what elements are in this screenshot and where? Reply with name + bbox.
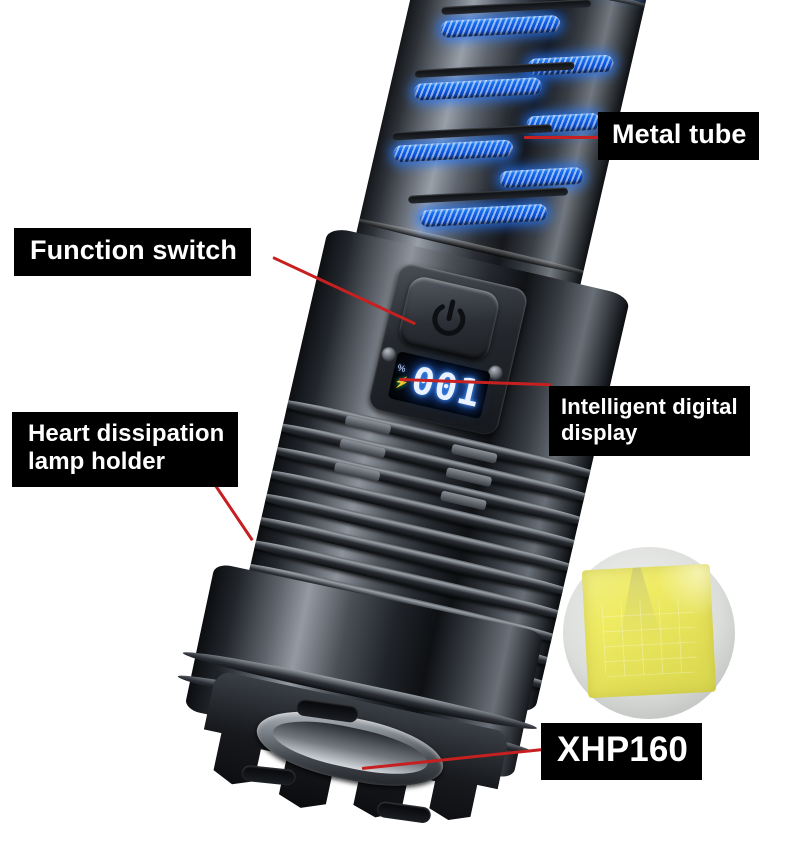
flashlight-barrel: % ⚡ 001 <box>231 226 631 715</box>
tube-vent-slot <box>392 139 514 163</box>
tube-groove <box>414 61 575 78</box>
tube-groove <box>408 187 569 204</box>
callout-label-digital-display: Intelligent digital display <box>549 386 750 456</box>
tube-vent-slot <box>413 77 543 101</box>
tube-vent-slot <box>499 166 584 189</box>
callout-label-function-switch: Function switch <box>14 228 251 276</box>
power-icon <box>432 299 466 336</box>
switch-panel: % ⚡ 001 <box>366 261 530 438</box>
callout-label-led-model: XHP160 <box>541 723 702 781</box>
led-phosphor-square <box>581 563 717 699</box>
callout-label-metal-tube: Metal tube <box>598 112 759 160</box>
leader-line-metal-tube <box>524 136 602 139</box>
power-button[interactable] <box>396 274 502 364</box>
percent-symbol: % <box>396 362 407 374</box>
callout-label-heat-sink: Heart dissipation lamp holder <box>12 412 239 487</box>
tube-groove <box>441 0 592 15</box>
tube-vent-slot <box>440 14 561 39</box>
digital-display-screen: % ⚡ 001 <box>387 351 491 420</box>
led-highlight <box>655 563 717 621</box>
tube-vent-slot <box>419 203 548 228</box>
led-emitter-inset <box>563 547 735 719</box>
display-value: 001 <box>407 357 486 416</box>
bezel-slot <box>376 800 432 824</box>
